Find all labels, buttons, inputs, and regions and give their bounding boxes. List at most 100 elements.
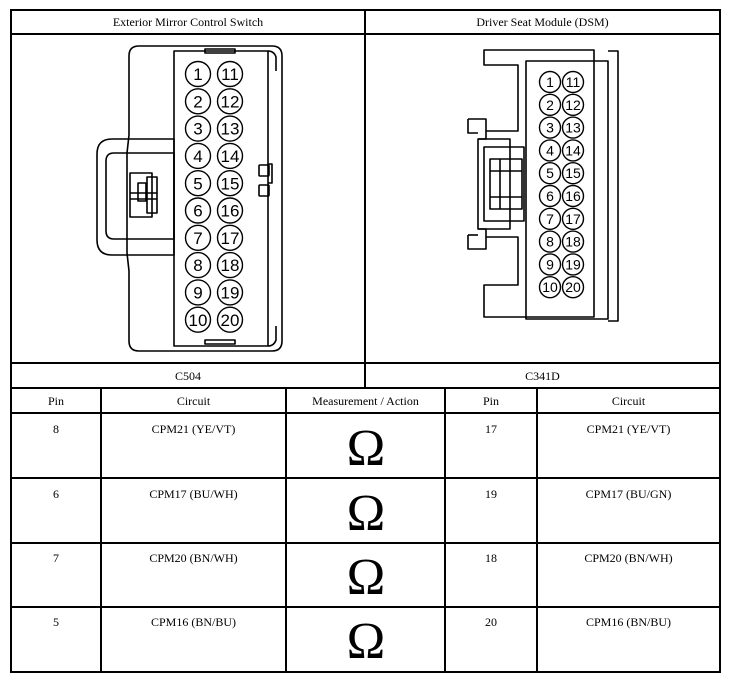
header-circuit-b: Circuit <box>611 393 646 408</box>
header-pin-a: Pin <box>47 393 64 408</box>
c504-pin-label: 16 <box>221 202 240 221</box>
c504-pin-label: 17 <box>221 229 240 248</box>
c341d-pin-label: 2 <box>546 97 554 113</box>
c341d-pin-label: 15 <box>565 165 581 181</box>
c504-pin-label: 14 <box>221 147 240 166</box>
c341d-pin-circle <box>538 253 562 276</box>
circuit-b: CPM21 (YE/VT) <box>586 422 671 436</box>
left-connector-title: Exterior Mirror Control Switch <box>112 15 264 29</box>
c504-pin-circle <box>216 224 244 252</box>
c341d-pin-label: 10 <box>542 279 558 295</box>
right-connector-title: Driver Seat Module (DSM) <box>476 15 609 29</box>
pin-b: 20 <box>485 615 497 629</box>
c341d-pin-label: 9 <box>546 256 554 272</box>
c504-pin-circle <box>216 115 244 142</box>
c504-pin-label: 15 <box>221 174 240 193</box>
c341d-pin-label: 1 <box>546 74 554 90</box>
c504-pin-circle <box>184 88 212 115</box>
c341d-pin-circle <box>538 93 562 116</box>
rule-col-1 <box>100 387 102 673</box>
c504-pin-circle <box>216 60 244 88</box>
ohm-icon: Ω <box>346 613 386 670</box>
border-left <box>10 9 12 673</box>
c341d-pin-label: 7 <box>546 211 554 227</box>
c504-pin-circle <box>184 251 212 279</box>
c504-pin-label: 1 <box>193 65 202 84</box>
border-bottom <box>10 671 721 673</box>
circuit-b: CPM16 (BN/BU) <box>585 615 671 629</box>
c341d-pin-circle <box>561 93 585 116</box>
rule-row-3 <box>10 606 721 608</box>
c341d-pin-circle <box>538 184 562 208</box>
c341d-pin-circle <box>561 161 585 185</box>
c341d-pin-label: 11 <box>566 74 581 90</box>
c341d-pin-circle <box>561 116 585 139</box>
c504-pin-circle <box>216 306 244 333</box>
c341d-pin-label: 13 <box>565 120 581 136</box>
c341d-pin-circle <box>561 184 585 208</box>
c341d-pin-circle <box>561 207 585 231</box>
c504-pin-label: 19 <box>221 284 240 303</box>
c504-pin-label: 6 <box>193 202 202 221</box>
c341d-pin-circle <box>538 139 562 162</box>
circuit-b: CPM20 (BN/WH) <box>584 551 673 565</box>
c504-pin-circle <box>184 197 212 224</box>
rule-row-1 <box>10 477 721 479</box>
c341d-pin-circle <box>561 253 585 276</box>
c341d-pin-label: 5 <box>546 165 554 181</box>
pin-a: 6 <box>53 487 59 501</box>
c341d-pin-label: 8 <box>546 234 554 250</box>
pin-b: 18 <box>485 551 497 565</box>
c504-pin-circle <box>216 279 244 306</box>
c504-pin-circle <box>216 197 244 224</box>
c504-pin-label: 11 <box>221 65 239 84</box>
rule-header <box>10 412 721 414</box>
pin-a: 5 <box>53 615 59 629</box>
circuit-a: CPM16 (BN/BU) <box>150 615 236 629</box>
c341d-pin-label: 19 <box>565 256 581 272</box>
c341d-pin-circle <box>538 230 562 253</box>
c504-pin-label: 13 <box>221 120 240 139</box>
c504-pin-label: 10 <box>189 311 208 330</box>
c504-pin-label: 18 <box>221 256 240 275</box>
c504-pin-circle <box>216 169 244 197</box>
rule-col-4 <box>536 387 538 673</box>
c504-pin-circle <box>184 60 212 88</box>
c504-pin-circle <box>184 115 212 142</box>
rule-connector-split <box>364 9 366 389</box>
right-connector-id: C341D <box>525 368 560 383</box>
c504-pin-circle <box>184 279 212 306</box>
header-pin-b: Pin <box>482 393 499 408</box>
c341d-pin-circle <box>561 230 585 253</box>
c504-pin-label: 4 <box>193 147 202 166</box>
c341d-pin-circle <box>538 161 562 185</box>
c504-pin-label: 2 <box>193 92 202 111</box>
circuit-b: CPM17 (BU/GN) <box>585 487 672 501</box>
c341d-pin-label: 16 <box>565 188 581 204</box>
circuit-a: CPM21 (YE/VT) <box>151 422 236 436</box>
circuit-a: CPM17 (BU/WH) <box>149 487 238 501</box>
c341d-pin-circle <box>561 275 585 299</box>
c504-pin-circle <box>216 88 244 115</box>
c504-pin-label: 7 <box>193 229 202 248</box>
circuit-a: CPM20 (BN/WH) <box>149 551 238 565</box>
rule-col-2 <box>285 387 287 673</box>
c504-pin-label: 5 <box>193 174 202 193</box>
c504-pin-label: 8 <box>193 256 202 275</box>
c341d-pin-circle <box>538 275 562 299</box>
c341d-pin-label: 18 <box>565 234 581 250</box>
c504-pin-circle <box>184 169 212 197</box>
rule-col-3 <box>444 387 446 673</box>
header-circuit-a: Circuit <box>176 393 211 408</box>
c504-pin-circle <box>184 142 212 170</box>
ohm-icon: Ω <box>346 485 386 542</box>
pin-a: 8 <box>53 422 59 436</box>
c341d-pin-label: 4 <box>546 142 554 158</box>
c341d-pin-label: 12 <box>565 97 581 113</box>
c341d-pin-circle <box>538 207 562 231</box>
ohm-icon: Ω <box>346 549 386 606</box>
border-right <box>719 9 721 673</box>
